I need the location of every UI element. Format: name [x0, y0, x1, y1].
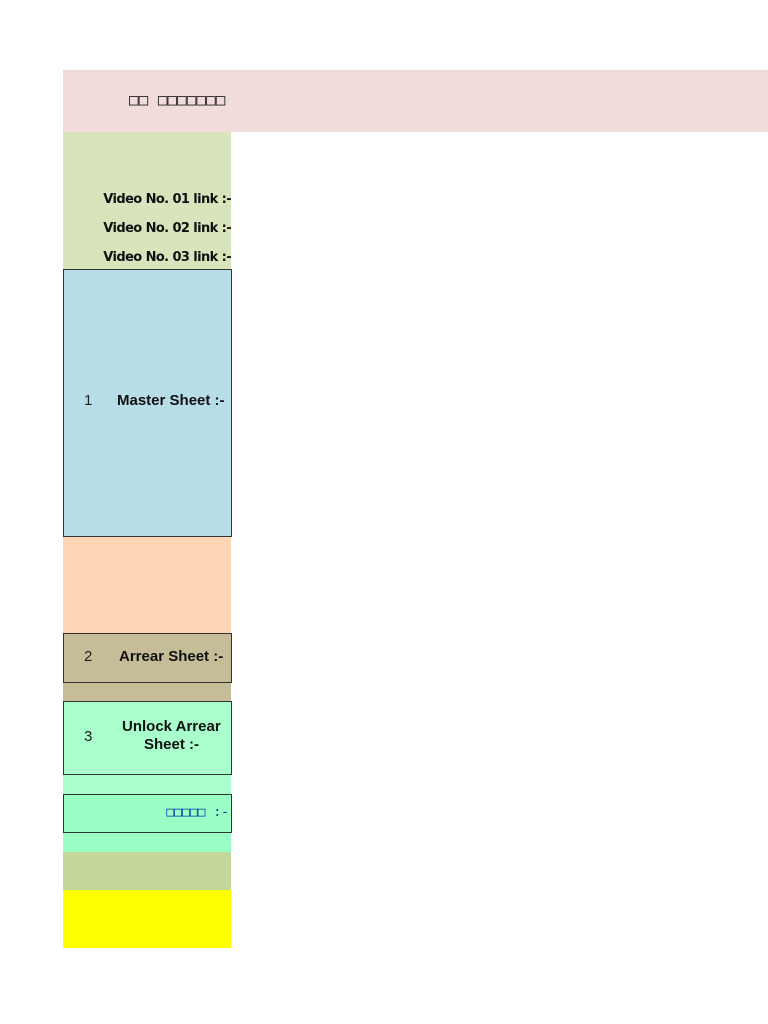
- yellow-highlight-cell: [63, 890, 231, 948]
- green-spacer-cell: [63, 833, 231, 852]
- master-sheet-cell[interactable]: 1 Master Sheet :-: [63, 269, 232, 537]
- header-band: □□ □□□□□□□ □: [63, 70, 768, 132]
- unlock-arrear-label-line2: Sheet :-: [144, 736, 200, 753]
- header-title: □□ □□□□□□□ □: [129, 90, 231, 109]
- row-number-1: 1: [84, 392, 93, 409]
- olive-spacer-cell: [63, 852, 231, 890]
- peach-spacer-cell: [63, 537, 231, 633]
- arrear-sheet-label: Arrear Sheet :-: [119, 648, 224, 665]
- video-link-01[interactable]: Video No. 01 link :-: [103, 192, 231, 207]
- tan-spacer-cell: [63, 683, 231, 701]
- video-link-03[interactable]: Video No. 03 link :-: [103, 250, 231, 265]
- row-number-2: 2: [84, 648, 93, 665]
- video-link-02[interactable]: Video No. 02 link :-: [103, 221, 231, 236]
- row-number-3: 3: [84, 728, 93, 745]
- other-link-cell[interactable]: □□□□□ :-: [63, 794, 232, 833]
- master-sheet-label: Master Sheet :-: [117, 392, 225, 409]
- video-links-panel: Video No. 01 link :- Video No. 02 link :…: [63, 132, 232, 269]
- other-link-label[interactable]: □□□□□ :-: [166, 805, 229, 820]
- unlock-arrear-label-line1: Unlock Arrear: [122, 718, 221, 735]
- mint-spacer-cell: [63, 775, 231, 794]
- arrear-sheet-cell[interactable]: 2 Arrear Sheet :-: [63, 633, 232, 683]
- unlock-arrear-sheet-cell[interactable]: 3 Unlock Arrear Sheet :-: [63, 701, 232, 775]
